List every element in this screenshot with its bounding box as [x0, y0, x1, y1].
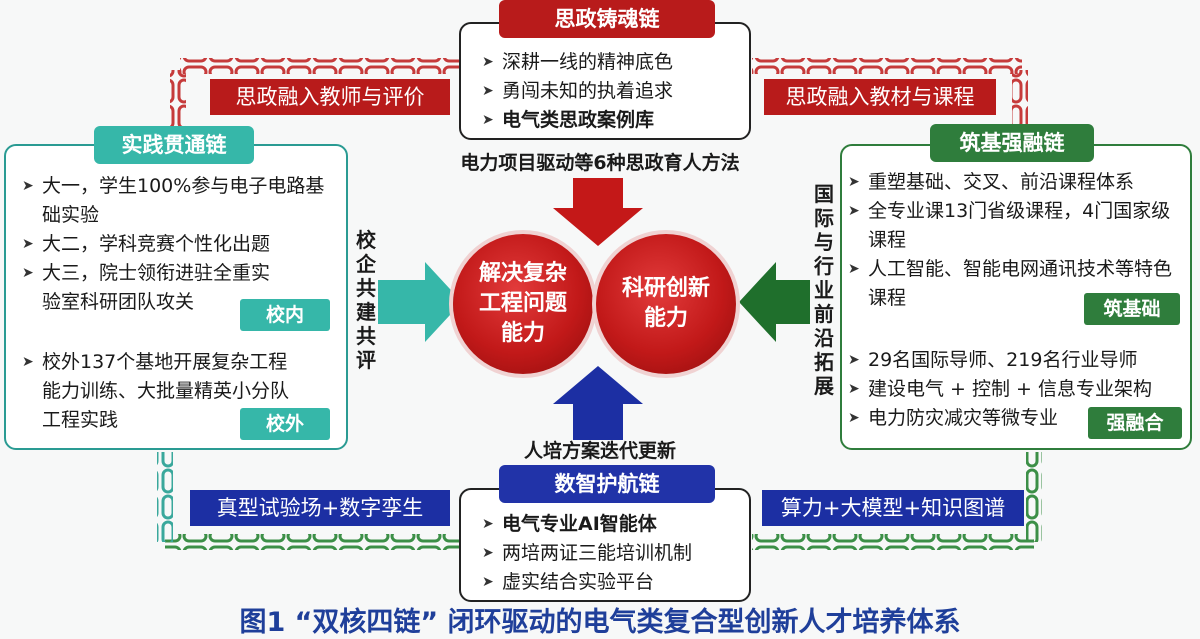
- right-upper-tag: 筑基础: [1084, 293, 1180, 325]
- list-item: 建设电气 + 控制 + 信息专业架构: [848, 375, 1184, 404]
- arrow-right: [739, 262, 810, 342]
- core-left-circle: 解决复杂工程问题能力: [453, 234, 593, 374]
- chain-top-right: [752, 58, 1022, 74]
- figure-caption: 图1 “双核四链” 闭环驱动的电气类复合型创新人才培养体系: [239, 607, 961, 638]
- list-item: 大三，院士领衔进驻全重实验室科研团队攻关: [22, 259, 336, 317]
- bottom-items: 电气专业AI智能体 两培两证三能培训机制 虚实结合实验平台: [482, 510, 742, 597]
- arrow-left: [378, 262, 462, 342]
- chain-bottom-right: [752, 534, 1034, 550]
- list-item: 电气类思政案例库: [482, 106, 742, 135]
- bottom-method: 人培方案迭代更新: [523, 440, 676, 462]
- top-title: 思政铸魂链: [499, 0, 715, 38]
- banner-top-left: 思政融入教师与评价: [210, 79, 450, 115]
- banner-bottom-left: 真型试验场+数字孪生: [190, 490, 450, 526]
- left-inner-tag: 校内: [240, 299, 330, 331]
- list-item: 深耕一线的精神底色: [482, 48, 742, 77]
- list-item: 电气专业AI智能体: [482, 510, 742, 539]
- left-outer-items: 校外137个基地开展复杂工程能力训练、大批量精英小分队工程实践: [22, 348, 336, 435]
- list-item: 人工智能、智能电网通讯技术等特色课程: [848, 255, 1184, 313]
- top-method: 电力项目驱动等6种思政育人方法: [460, 152, 740, 174]
- banner-bottom-right: 算力+大模型+知识图谱: [762, 490, 1024, 526]
- list-item: 校外137个基地开展复杂工程能力训练、大批量精英小分队工程实践: [22, 348, 336, 435]
- list-item: 电力防灾减灾等微专业: [848, 404, 1184, 433]
- list-item: 勇闯未知的执着追求: [482, 77, 742, 106]
- left-inner-items: 大一，学生100%参与电子电路基础实验 大二，学科竞赛个性化出题 大三，院士领衔…: [22, 172, 336, 317]
- core-right-circle: 科研创新能力: [596, 234, 736, 374]
- chain-bottom-left: [165, 534, 460, 550]
- right-lower-items: 29名国际导师、219名行业导师 建设电气 + 控制 + 信息专业架构 电力防灾…: [848, 346, 1184, 433]
- left-outer-tag: 校外: [240, 408, 330, 440]
- core-left-label: 解决复杂工程问题能力: [478, 261, 567, 346]
- list-item: 重塑基础、交叉、前沿课程体系: [848, 168, 1184, 197]
- list-item: 虚实结合实验平台: [482, 568, 742, 597]
- chain-right-top: [1012, 70, 1028, 132]
- list-item: 大二，学科竞赛个性化出题: [22, 230, 336, 259]
- right-side-label: 国际与行业前沿拓展: [814, 182, 834, 398]
- list-item: 29名国际导师、219名行业导师: [848, 346, 1184, 375]
- arrow-top: [553, 178, 643, 246]
- chain-left-bottom: [157, 452, 173, 542]
- list-item: 全专业课13门省级课程，4门国家级课程: [848, 197, 1184, 255]
- right-title: 筑基强融链: [930, 124, 1094, 162]
- left-side-label: 校企共建共评: [356, 228, 376, 372]
- chain-right-bottom: [1026, 452, 1042, 542]
- right-upper-items: 重塑基础、交叉、前沿课程体系 全专业课13门省级课程，4门国家级课程 人工智能、…: [848, 168, 1184, 313]
- core-right-label: 科研创新能力: [621, 276, 710, 331]
- banner-top-right: 思政融入教材与课程: [764, 79, 996, 115]
- chain-left-top: [170, 70, 186, 130]
- left-title: 实践贯通链: [94, 126, 254, 164]
- chain-top-left: [180, 58, 465, 74]
- top-items: 深耕一线的精神底色 勇闯未知的执着追求 电气类思政案例库: [482, 48, 742, 135]
- list-item: 大一，学生100%参与电子电路基础实验: [22, 172, 336, 230]
- arrow-bottom: [553, 366, 643, 440]
- bottom-title: 数智护航链: [499, 465, 715, 503]
- right-lower-tag: 强融合: [1088, 407, 1182, 439]
- list-item: 两培两证三能培训机制: [482, 539, 742, 568]
